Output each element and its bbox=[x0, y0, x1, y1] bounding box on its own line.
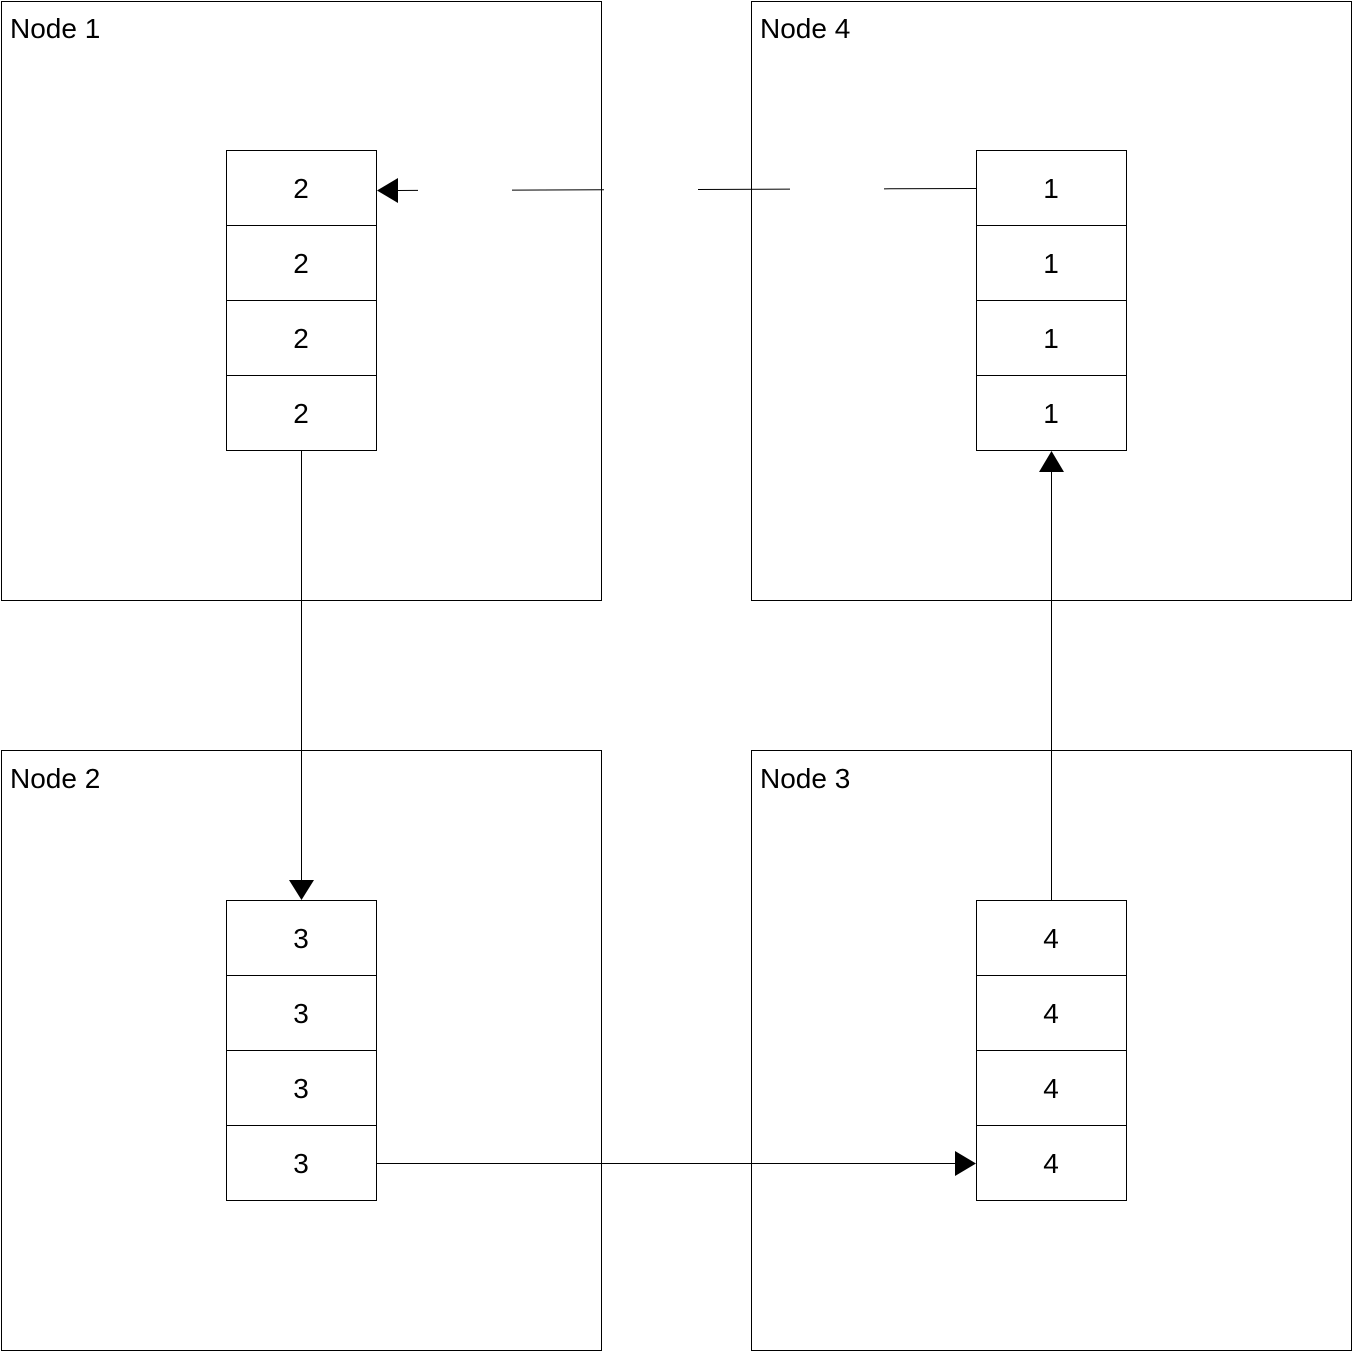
node-3-cell bbox=[976, 1050, 1127, 1126]
node-1: Node 1 2 2 2 2 bbox=[1, 1, 602, 601]
edge-node-1-to-node-2 bbox=[289, 451, 314, 900]
node-3-cell bbox=[976, 900, 1127, 976]
node-4-cell bbox=[976, 375, 1127, 451]
node-1-cell-stack: 2 2 2 2 bbox=[226, 150, 377, 451]
node-4-cell bbox=[976, 300, 1127, 376]
node-3-cell-value: 4 bbox=[1043, 923, 1059, 954]
node-3-cell bbox=[976, 1125, 1127, 1201]
node-1-cell-value: 2 bbox=[293, 173, 309, 204]
node-2-cell bbox=[226, 1125, 377, 1201]
node-3-cell-stack: 4 4 4 4 bbox=[976, 900, 1127, 1201]
edge-node-2-to-node-3 bbox=[377, 1151, 976, 1176]
node-4-label: Node 4 bbox=[760, 13, 850, 44]
arrowhead-left-icon bbox=[377, 178, 398, 203]
node-4-cell-value: 1 bbox=[1043, 323, 1059, 354]
node-1-cell bbox=[226, 300, 377, 376]
node-3-label: Node 3 bbox=[760, 763, 850, 794]
node-2-cell-value: 3 bbox=[293, 1148, 309, 1179]
node-3-cell bbox=[976, 975, 1127, 1051]
node-1-cell-value: 2 bbox=[293, 248, 309, 279]
arrowhead-up-icon bbox=[1039, 451, 1064, 472]
node-4-cell-value: 1 bbox=[1043, 248, 1059, 279]
node-2-cell-value: 3 bbox=[293, 998, 309, 1029]
node-4-cell-stack: 1 1 1 1 bbox=[976, 150, 1127, 451]
node-2-cell-stack: 3 3 3 3 bbox=[226, 900, 377, 1201]
node-3: Node 3 4 4 4 4 bbox=[751, 750, 1352, 1351]
edge-node-4-to-node-1 bbox=[377, 178, 977, 203]
arrowhead-down-icon bbox=[289, 880, 314, 900]
node-2-label: Node 2 bbox=[10, 763, 100, 794]
edge-line-dashed bbox=[397, 188, 977, 191]
node-1-cell bbox=[226, 150, 377, 226]
node-3-cell-value: 4 bbox=[1043, 1073, 1059, 1104]
node-1-cell bbox=[226, 225, 377, 301]
node-2-cell bbox=[226, 900, 377, 976]
node-2: Node 2 3 3 3 3 bbox=[1, 750, 602, 1351]
node-3-cell-value: 4 bbox=[1043, 998, 1059, 1029]
arrowhead-right-icon bbox=[955, 1151, 976, 1176]
node-4-cell bbox=[976, 225, 1127, 301]
node-4-cell-value: 1 bbox=[1043, 398, 1059, 429]
edge-node-3-to-node-4 bbox=[1039, 451, 1064, 900]
node-2-cell bbox=[226, 1050, 377, 1126]
node-1-cell bbox=[226, 375, 377, 451]
node-2-cell-value: 3 bbox=[293, 1073, 309, 1104]
node-2-cell bbox=[226, 975, 377, 1051]
node-4-cell bbox=[976, 150, 1127, 226]
node-4-cell-value: 1 bbox=[1043, 173, 1059, 204]
node-2-cell-value: 3 bbox=[293, 923, 309, 954]
node-3-cell-value: 4 bbox=[1043, 1148, 1059, 1179]
node-1-cell-value: 2 bbox=[293, 398, 309, 429]
node-1-label: Node 1 bbox=[10, 13, 100, 44]
node-1-cell-value: 2 bbox=[293, 323, 309, 354]
